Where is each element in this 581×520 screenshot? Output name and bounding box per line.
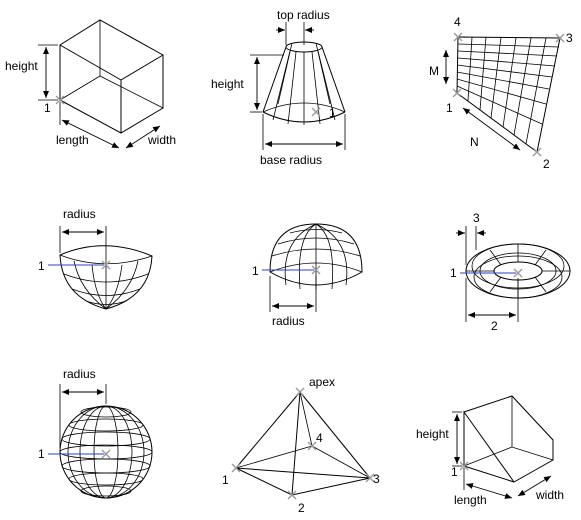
dome-point-1-marker xyxy=(311,265,321,275)
dome-wireframe xyxy=(269,223,363,290)
wedge-length-label: length xyxy=(454,493,487,507)
box-point-1-label: 1 xyxy=(44,101,51,115)
cone-point-1-label: 1 xyxy=(329,106,336,120)
box-figure: height 1 length width xyxy=(5,19,176,149)
sphere-figure: radius 1 xyxy=(38,367,153,499)
wedge-point-1-marker xyxy=(459,461,469,471)
sphere-point-1-marker xyxy=(101,449,111,459)
cone-base-radius-label: base radius xyxy=(260,153,322,167)
mesh-n-label: N xyxy=(470,135,479,149)
cone-dimensions xyxy=(250,22,346,150)
wedge-width-label: width xyxy=(535,488,564,502)
mesh-point-3-marker xyxy=(555,33,565,43)
pyramid-apex-label: apex xyxy=(309,375,335,389)
torus-dimensions xyxy=(456,226,523,322)
sphere-point-1-label: 1 xyxy=(38,447,45,461)
mesh-m-label: M xyxy=(429,64,439,78)
box-dimensions xyxy=(38,44,161,149)
torus-point-1-marker xyxy=(513,268,523,278)
mesh-point-4-marker xyxy=(453,32,463,42)
pyramid-point-2-marker xyxy=(287,490,297,500)
pyramid-apex-marker xyxy=(295,387,305,397)
torus-point-1-label: 1 xyxy=(450,266,457,280)
wedge-wireframe xyxy=(463,395,554,483)
dish-point-1-label: 1 xyxy=(38,259,45,273)
pyramid-point-1-marker xyxy=(231,463,241,473)
pyramid-figure: apex 4 1 3 2 xyxy=(222,375,380,515)
pyramid-point-4-marker xyxy=(307,441,317,451)
wedge-point-1-label: 1 xyxy=(451,465,458,479)
torus-figure: 3 1 2 xyxy=(450,211,571,333)
dome-figure: 1 radius xyxy=(252,223,363,328)
mesh-point-4-label: 4 xyxy=(454,15,461,29)
cone-figure: top radius height 1 base radius xyxy=(211,8,346,167)
sphere-wireframe xyxy=(59,405,153,499)
mesh-point-1-label: 1 xyxy=(446,101,453,115)
dome-dimensions xyxy=(262,265,321,312)
dish-point-1-marker xyxy=(101,260,111,270)
mesh-point-2-label: 2 xyxy=(543,157,550,171)
cone-height-label: height xyxy=(211,77,244,91)
sphere-radius-label: radius xyxy=(63,367,96,381)
mesh-point-3-label: 3 xyxy=(566,31,573,45)
cone-wireframe xyxy=(262,41,346,125)
pyramid-point-3-marker xyxy=(365,473,375,483)
pyramid-point-2-label: 2 xyxy=(298,501,305,515)
dish-figure: radius 1 xyxy=(38,207,153,310)
mesh-figure: 4 3 M 1 N 2 xyxy=(429,15,573,171)
box-wireframe xyxy=(59,19,164,134)
dome-point-1-label: 1 xyxy=(252,264,259,278)
pyramid-point-1-label: 1 xyxy=(222,473,229,487)
wedge-dimensions xyxy=(452,411,552,499)
wedge-height-label: height xyxy=(416,427,449,441)
pyramid-wireframe xyxy=(235,391,371,496)
dish-dimensions xyxy=(48,226,111,270)
pyramid-markers xyxy=(231,387,375,500)
torus-point-2-label: 2 xyxy=(491,319,498,333)
dome-radius-label: radius xyxy=(272,314,305,328)
dish-radius-label: radius xyxy=(63,207,96,221)
pyramid-point-4-label: 4 xyxy=(316,431,323,445)
cone-top-radius-label: top radius xyxy=(277,8,330,22)
pyramid-point-3-label: 3 xyxy=(373,472,380,486)
torus-point-3-label: 3 xyxy=(473,211,480,225)
mesh-point-1-marker xyxy=(452,88,462,98)
box-length-label: length xyxy=(56,133,89,147)
box-point-1-marker xyxy=(55,95,65,105)
box-width-label: width xyxy=(147,133,176,147)
box-height-label: height xyxy=(5,59,38,73)
wedge-figure: height 1 length width xyxy=(416,395,564,507)
mesh-point-2-marker xyxy=(532,147,542,157)
mesh-dimensions xyxy=(443,32,565,157)
sphere-dimensions xyxy=(48,384,111,459)
cone-point-1-marker xyxy=(311,107,321,117)
